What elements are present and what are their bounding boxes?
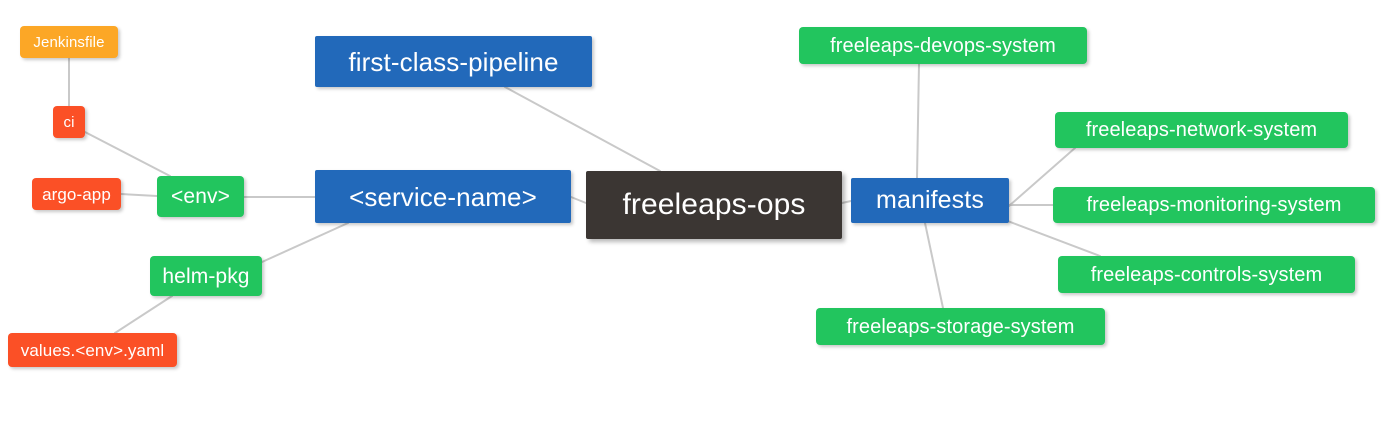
node-label: <env> bbox=[171, 185, 230, 208]
node-freeleaps-devops-system[interactable]: freeleaps-devops-system bbox=[799, 27, 1087, 64]
node-label: manifests bbox=[876, 186, 984, 214]
edge-service-name-to-helm-pkg bbox=[261, 222, 349, 263]
node-label: freeleaps-network-system bbox=[1085, 119, 1318, 141]
node-argo-app[interactable]: argo-app bbox=[32, 178, 121, 210]
node-label: freeleaps-ops bbox=[622, 188, 806, 221]
edge-freeleaps-ops-to-manifests bbox=[841, 200, 852, 204]
node-label: argo-app bbox=[42, 184, 111, 204]
node-jenkinsfile[interactable]: Jenkinsfile bbox=[20, 26, 118, 58]
node-service-name[interactable]: <service-name> bbox=[315, 170, 571, 223]
edge-env-to-argo-app bbox=[120, 193, 158, 197]
node-label: values.<env>.yaml bbox=[20, 340, 165, 360]
edge-env-to-ci bbox=[84, 131, 171, 177]
node-label: first-class-pipeline bbox=[348, 46, 559, 77]
node-label: freeleaps-controls-system bbox=[1090, 263, 1323, 286]
node-freeleaps-network-system[interactable]: freeleaps-network-system bbox=[1055, 112, 1348, 148]
node-label: freeleaps-storage-system bbox=[846, 315, 1075, 338]
node-freeleaps-storage-system[interactable]: freeleaps-storage-system bbox=[816, 308, 1105, 345]
node-label: freeleaps-devops-system bbox=[830, 34, 1056, 57]
node-values-env-yaml[interactable]: values.<env>.yaml bbox=[8, 333, 177, 367]
node-freeleaps-monitoring-system[interactable]: freeleaps-monitoring-system bbox=[1053, 187, 1375, 223]
node-freeleaps-ops[interactable]: freeleaps-ops bbox=[586, 171, 842, 239]
node-freeleaps-controls-system[interactable]: freeleaps-controls-system bbox=[1058, 256, 1355, 293]
node-env[interactable]: <env> bbox=[157, 176, 244, 217]
edge-manifests-to-freeleaps-storage-system bbox=[924, 222, 944, 309]
edge-freeleaps-ops-to-service-name bbox=[570, 196, 587, 204]
node-first-class-pipeline[interactable]: first-class-pipeline bbox=[315, 36, 592, 87]
edge-manifests-to-freeleaps-controls-system bbox=[1004, 219, 1101, 257]
node-label: freeleaps-monitoring-system bbox=[1086, 194, 1342, 216]
node-ci[interactable]: ci bbox=[53, 106, 85, 138]
node-helm-pkg[interactable]: helm-pkg bbox=[150, 256, 262, 296]
node-label: <service-name> bbox=[349, 181, 537, 212]
node-manifests[interactable]: manifests bbox=[851, 178, 1009, 223]
edge-manifests-to-freeleaps-devops-system bbox=[916, 63, 920, 179]
node-label: ci bbox=[63, 113, 75, 131]
node-label: helm-pkg bbox=[162, 264, 250, 288]
edge-freeleaps-ops-to-first-class-pipeline bbox=[504, 86, 661, 172]
edge-helm-pkg-to-values-env-yaml bbox=[114, 295, 173, 334]
node-label: Jenkinsfile bbox=[33, 33, 105, 51]
